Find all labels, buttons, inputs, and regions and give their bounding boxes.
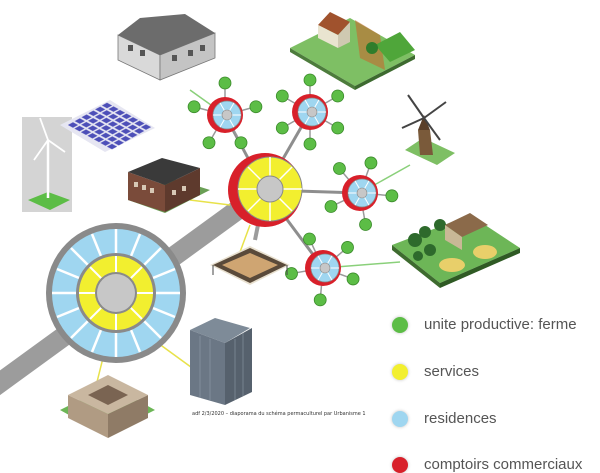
solar-panel — [114, 124, 125, 131]
solar-panel — [94, 121, 105, 128]
farm-node — [285, 267, 298, 280]
legend-dot-farm — [392, 316, 408, 333]
satellite-hubs — [187, 73, 399, 307]
farm-node — [331, 89, 345, 103]
farm-node — [359, 218, 372, 231]
central-hub — [228, 153, 303, 227]
solar-panel — [100, 125, 112, 131]
farm-node — [313, 293, 327, 307]
solar-panel — [100, 140, 111, 146]
solar-panel — [94, 114, 106, 120]
solar-panel — [113, 139, 125, 146]
forest-farm-icon — [392, 213, 520, 288]
legend-item-residences: residences — [392, 410, 497, 427]
hub-core — [306, 106, 318, 118]
legend-dot-residences — [392, 410, 408, 427]
legend-item-farm: unite productive: ferme — [392, 316, 577, 333]
solar-panel — [100, 132, 112, 139]
solar-panel — [67, 122, 79, 128]
legend-label-services: services — [424, 363, 480, 380]
solar-panel — [74, 118, 86, 124]
legend-dot-services — [392, 363, 408, 380]
solar-panel — [134, 120, 145, 127]
solar-panel — [101, 117, 112, 124]
hub-core — [356, 187, 368, 199]
legend-item-commerce: comptoirs commerciaux — [392, 456, 582, 473]
solar-panel — [81, 114, 92, 121]
row-houses-icon — [117, 14, 216, 81]
solar-panel — [107, 113, 119, 120]
farm-node — [202, 136, 216, 150]
farm-node — [346, 272, 360, 286]
pavilion-icon — [210, 246, 290, 285]
solar-panel — [114, 117, 126, 124]
solar-panel — [107, 128, 118, 135]
legend-dot-commerce — [392, 456, 408, 473]
wind-turbine-icon — [22, 117, 72, 212]
farm-buildings-icon — [290, 12, 415, 90]
solar-panel — [106, 143, 118, 150]
solar-panels-icon — [60, 100, 155, 152]
legend-item-services: services — [392, 363, 479, 380]
satellite-hub — [324, 156, 399, 231]
hub-core — [221, 109, 233, 121]
office-tower-icon — [190, 318, 252, 405]
solar-panel — [106, 136, 118, 142]
farm-node — [385, 189, 399, 203]
solar-panel — [120, 120, 132, 127]
courtyard-building-icon — [60, 375, 155, 438]
brick-building-icon — [128, 158, 210, 213]
farm-node — [341, 241, 354, 254]
farm-node — [275, 121, 289, 135]
solar-panel — [133, 128, 145, 134]
solar-panel — [108, 106, 119, 112]
farm-node — [275, 89, 289, 103]
satellite-hub — [275, 73, 345, 151]
solar-panel — [88, 110, 99, 117]
solar-panel — [87, 132, 98, 139]
solar-panel — [127, 124, 139, 131]
diagram-caption: adf 2/3/2020 – diaporama du schéma perma… — [192, 411, 366, 417]
solar-panel — [120, 128, 132, 135]
solar-panel — [120, 135, 131, 142]
solar-panel — [113, 132, 125, 139]
windmill-icon — [401, 94, 455, 165]
solar-panel — [101, 110, 113, 116]
solar-panel — [121, 113, 132, 120]
solar-panel — [87, 117, 99, 124]
farm-node — [303, 137, 317, 151]
solar-panel — [74, 125, 85, 132]
satellite-hub — [187, 76, 263, 150]
farm-node — [333, 162, 346, 175]
farm-node — [187, 100, 201, 114]
solar-panel — [93, 136, 105, 143]
farm-node — [249, 100, 263, 114]
farm-node — [331, 121, 345, 135]
solar-panel — [94, 106, 106, 113]
hub-core — [319, 262, 331, 274]
legend-label-commerce: comptoirs commerciaux — [424, 456, 583, 473]
solar-panel — [80, 129, 92, 136]
solar-panel — [87, 125, 99, 132]
farm-node — [364, 156, 378, 170]
solar-panel — [107, 121, 119, 127]
legend-label-farm: unite productive: ferme — [424, 316, 577, 333]
satellite-hub — [285, 232, 360, 307]
solar-panel — [101, 102, 113, 109]
farm-node — [218, 76, 232, 90]
solar-panel — [127, 117, 139, 123]
solar-panel — [127, 132, 138, 138]
solar-panel — [80, 121, 92, 128]
farm-node — [303, 73, 317, 87]
solar-panel — [140, 124, 152, 130]
solar-panel — [93, 129, 105, 135]
farm-node — [324, 200, 338, 213]
large-hub — [46, 223, 186, 363]
farm-node — [303, 232, 316, 246]
farm-node — [234, 136, 248, 150]
solar-panel — [114, 109, 126, 116]
legend-label-residences: residences — [424, 410, 497, 427]
